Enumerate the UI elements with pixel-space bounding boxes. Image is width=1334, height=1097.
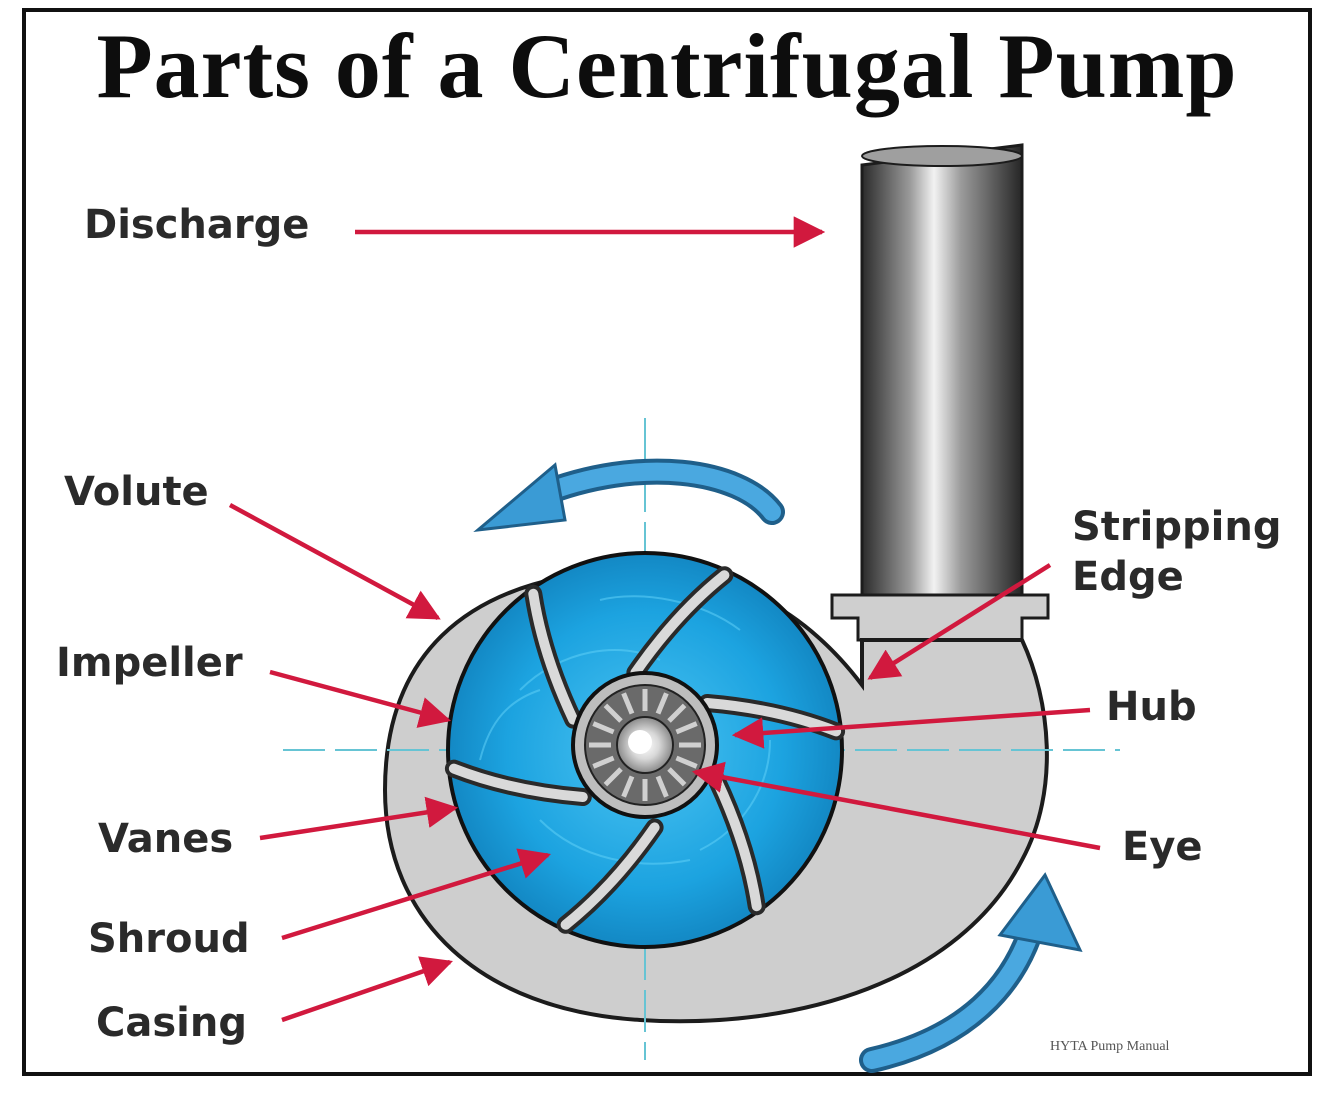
hub-pointer bbox=[731, 707, 1091, 749]
label-impeller: Impeller bbox=[56, 640, 243, 686]
shroud-pointer bbox=[281, 848, 552, 941]
vane-highlight bbox=[711, 775, 762, 912]
hub-slot bbox=[655, 775, 669, 798]
volute-pointer bbox=[228, 503, 441, 620]
hub-slot bbox=[603, 767, 623, 787]
discharge-pipe bbox=[830, 143, 1050, 642]
label-vanes: Vanes bbox=[98, 816, 233, 862]
part-labels: Discharge Volute Impeller Vanes Shroud C… bbox=[56, 202, 1281, 1054]
casing-pointer bbox=[281, 956, 453, 1023]
label-discharge: Discharge bbox=[84, 202, 309, 248]
hub-slot bbox=[667, 703, 687, 723]
hub-slot bbox=[592, 755, 615, 769]
impeller-pointer bbox=[269, 669, 452, 728]
label-stripping-edge-line1: Stripping bbox=[1072, 504, 1281, 550]
eye-pointer bbox=[691, 761, 1101, 851]
hub-slot bbox=[621, 692, 635, 715]
vane-highlight bbox=[560, 822, 660, 930]
label-eye: Eye bbox=[1122, 824, 1203, 870]
diagram-title: Parts of a Centrifugal Pump bbox=[96, 15, 1238, 117]
label-volute: Volute bbox=[64, 469, 209, 515]
rotation-arrow bbox=[473, 458, 785, 533]
vane-highlight bbox=[448, 763, 588, 802]
inflow-arrow bbox=[859, 872, 1083, 1073]
pointer-lines bbox=[228, 216, 1101, 1023]
hub-slot bbox=[592, 721, 615, 735]
vane-highlight bbox=[528, 588, 579, 725]
hub bbox=[571, 671, 719, 819]
label-shroud: Shroud bbox=[88, 916, 250, 962]
vane-highlight bbox=[630, 570, 730, 678]
hub-slot bbox=[667, 767, 687, 787]
hub-slot bbox=[603, 703, 623, 723]
hub-slot bbox=[621, 775, 635, 798]
label-casing: Casing bbox=[96, 1000, 247, 1046]
hub-slot bbox=[675, 721, 698, 735]
hub-slot bbox=[655, 692, 669, 715]
source-credit: HYTA Pump Manual bbox=[1050, 1039, 1170, 1054]
vanes-pointer bbox=[259, 796, 459, 841]
stripping-edge-pointer bbox=[867, 563, 1052, 680]
label-stripping-edge-line2: Edge bbox=[1072, 554, 1184, 600]
label-hub: Hub bbox=[1106, 684, 1197, 730]
